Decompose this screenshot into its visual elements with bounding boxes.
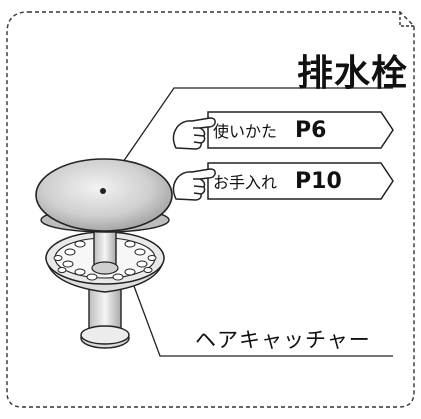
- card-border: [6, 11, 415, 408]
- care-link-page: P10: [295, 168, 342, 194]
- pointing-hand-icon: [172, 168, 216, 201]
- usage-link[interactable]: 使いかた P6: [186, 112, 326, 148]
- hair-catcher-label: ヘアキャッチャー: [195, 328, 371, 352]
- callout-banner-2: [207, 162, 394, 200]
- page-title: 排水栓: [296, 53, 408, 94]
- pointing-hand-icon: [172, 117, 216, 150]
- drain-plug-illustration: [35, 158, 173, 349]
- leader-line-cap: [102, 87, 393, 192]
- callout-banner-1: [207, 111, 394, 149]
- care-link[interactable]: お手入れ P10: [186, 163, 342, 199]
- usage-link-label: 使いかた: [213, 122, 278, 141]
- care-link-label: お手入れ: [213, 173, 278, 192]
- leader-line-catcher: [127, 269, 393, 357]
- usage-link-page: P6: [295, 117, 327, 143]
